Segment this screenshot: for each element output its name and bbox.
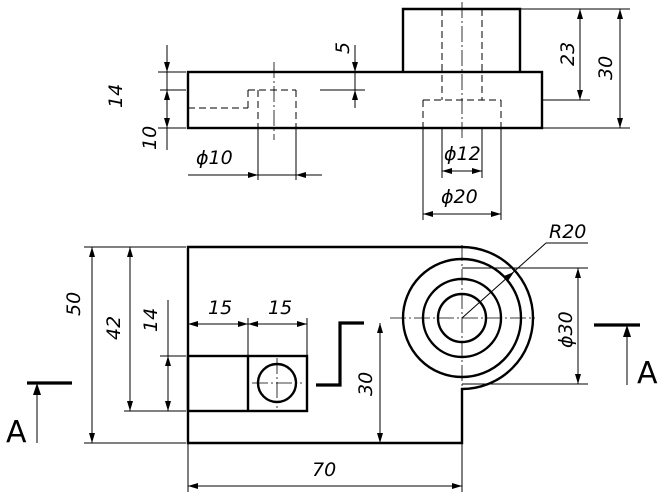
- dim-r20: R20: [549, 221, 586, 243]
- dim-30-top: 30: [355, 372, 377, 396]
- dim-23: 23: [557, 42, 579, 66]
- top-dim-left: [84, 246, 186, 444]
- dim-phi10: ϕ10: [196, 147, 233, 169]
- dim-phi20: ϕ20: [441, 186, 478, 208]
- section-label-left: A: [6, 415, 27, 450]
- dim-50: 50: [63, 292, 85, 316]
- top-dim-phi30: [462, 267, 588, 385]
- front-left-hole-hidden: [188, 89, 297, 128]
- front-dim-phi10: [188, 128, 322, 180]
- dim-42: 42: [103, 316, 125, 340]
- front-dim-left: [158, 45, 186, 150]
- front-base-plate: [186, 70, 544, 130]
- section-marker-right: [594, 323, 640, 385]
- top-dim-r20: [461, 242, 588, 319]
- dim-70: 70: [312, 459, 336, 481]
- front-dim-phi12: [441, 128, 483, 178]
- section-label-right: A: [637, 356, 658, 391]
- dim-phi30: ϕ30: [555, 311, 577, 348]
- dim-14-top: 14: [140, 308, 162, 332]
- front-dim-5: [320, 45, 365, 108]
- front-dim-phi20: [422, 128, 502, 220]
- top-dim-30: [377, 323, 383, 443]
- top-view: 30 50 42 14: [6, 221, 658, 492]
- dim-14-front: 14: [105, 84, 127, 108]
- dim-10-front: 10: [139, 126, 161, 150]
- top-outline: [186, 245, 535, 445]
- dim-15-right: 15: [268, 297, 292, 319]
- dim-5: 5: [332, 42, 354, 54]
- dim-phi12: ϕ12: [444, 143, 481, 165]
- top-dim-15: [187, 318, 308, 356]
- front-dim-right: [520, 8, 630, 129]
- dim-30-front: 30: [595, 56, 617, 80]
- section-marker-left: [27, 381, 72, 443]
- dim-15-left: 15: [208, 297, 232, 319]
- front-view: 14 10 5 23 30: [105, 2, 630, 220]
- front-boss: [401, 7, 522, 72]
- top-dim-70: [187, 443, 463, 492]
